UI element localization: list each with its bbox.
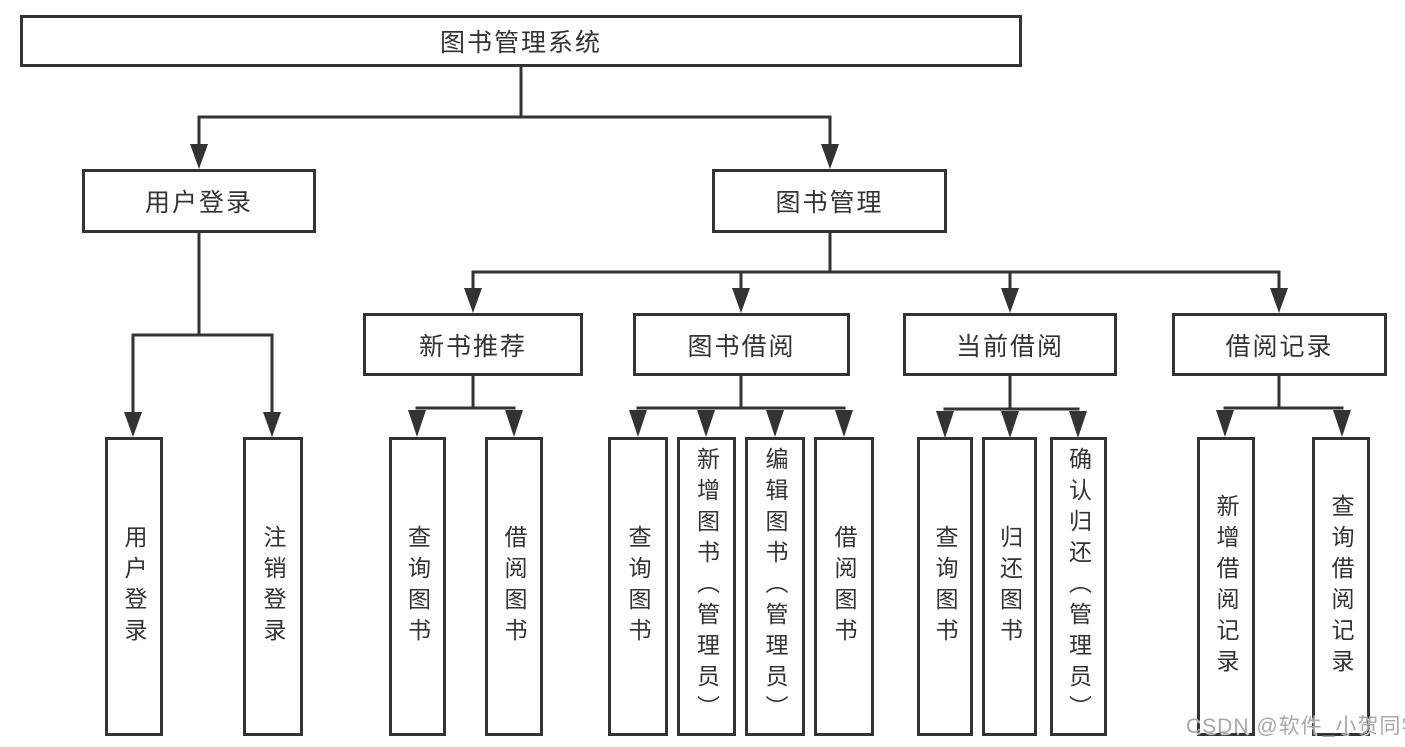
leaf-borrow-book-1: 借阅图书	[485, 437, 543, 736]
arrowhead-confirm-return	[1069, 411, 1087, 438]
leaf-add-book-admin: 新增图书（管理员）	[677, 437, 736, 736]
leaf-query-book-2: 查询图书	[608, 437, 668, 736]
arrowhead-return-book	[1001, 411, 1019, 438]
arrowhead-login	[124, 412, 142, 437]
leaf-confirm-return-admin: 确认归还（管理员）	[1050, 437, 1107, 736]
arrowhead-borrow-book-1	[505, 410, 523, 437]
arrowhead-current-borrow	[1001, 288, 1019, 313]
arrowhead-edit-book	[766, 410, 784, 437]
arrowhead-add-record	[1216, 410, 1234, 437]
node-borrow-record: 借阅记录	[1172, 313, 1387, 376]
watermark: CSDN @软件_小贺同学	[1186, 715, 1405, 738]
node-library-system: 图书管理系统	[20, 15, 1022, 67]
arrowhead-logout	[263, 412, 281, 437]
arrowhead-book-management	[821, 144, 839, 169]
leaf-borrow-book-2: 借阅图书	[814, 437, 874, 736]
arrowhead-add-book	[697, 410, 715, 437]
leaf-add-borrow-record: 新增借阅记录	[1197, 437, 1255, 736]
leaf-query-book-3: 查询图书	[917, 437, 973, 736]
arrowhead-new-book	[464, 288, 482, 313]
arrowhead-borrow-book-2	[835, 410, 853, 437]
node-book-borrow: 图书借阅	[633, 313, 850, 376]
leaf-logout: 注销登录	[243, 437, 303, 736]
arrowhead-query-book-1	[408, 410, 426, 437]
arrowhead-user-login	[190, 144, 208, 169]
arrowhead-query-record	[1333, 410, 1351, 437]
leaf-edit-book-admin: 编辑图书（管理员）	[745, 437, 805, 736]
leaf-query-book-1: 查询图书	[389, 437, 446, 736]
arrowhead-borrow-record	[1270, 288, 1288, 313]
leaf-user-login: 用户登录	[105, 437, 163, 736]
leaf-return-book: 归还图书	[982, 437, 1037, 736]
node-current-borrow: 当前借阅	[903, 313, 1117, 376]
node-book-management: 图书管理	[712, 169, 947, 233]
arrowhead-query-book-2	[629, 410, 647, 437]
arrowhead-query-book-3	[936, 411, 954, 438]
arrowhead-book-borrow	[732, 288, 750, 313]
node-user-login: 用户登录	[82, 169, 316, 233]
leaf-query-borrow-record: 查询借阅记录	[1312, 437, 1370, 736]
node-new-book-recommend: 新书推荐	[363, 313, 583, 376]
